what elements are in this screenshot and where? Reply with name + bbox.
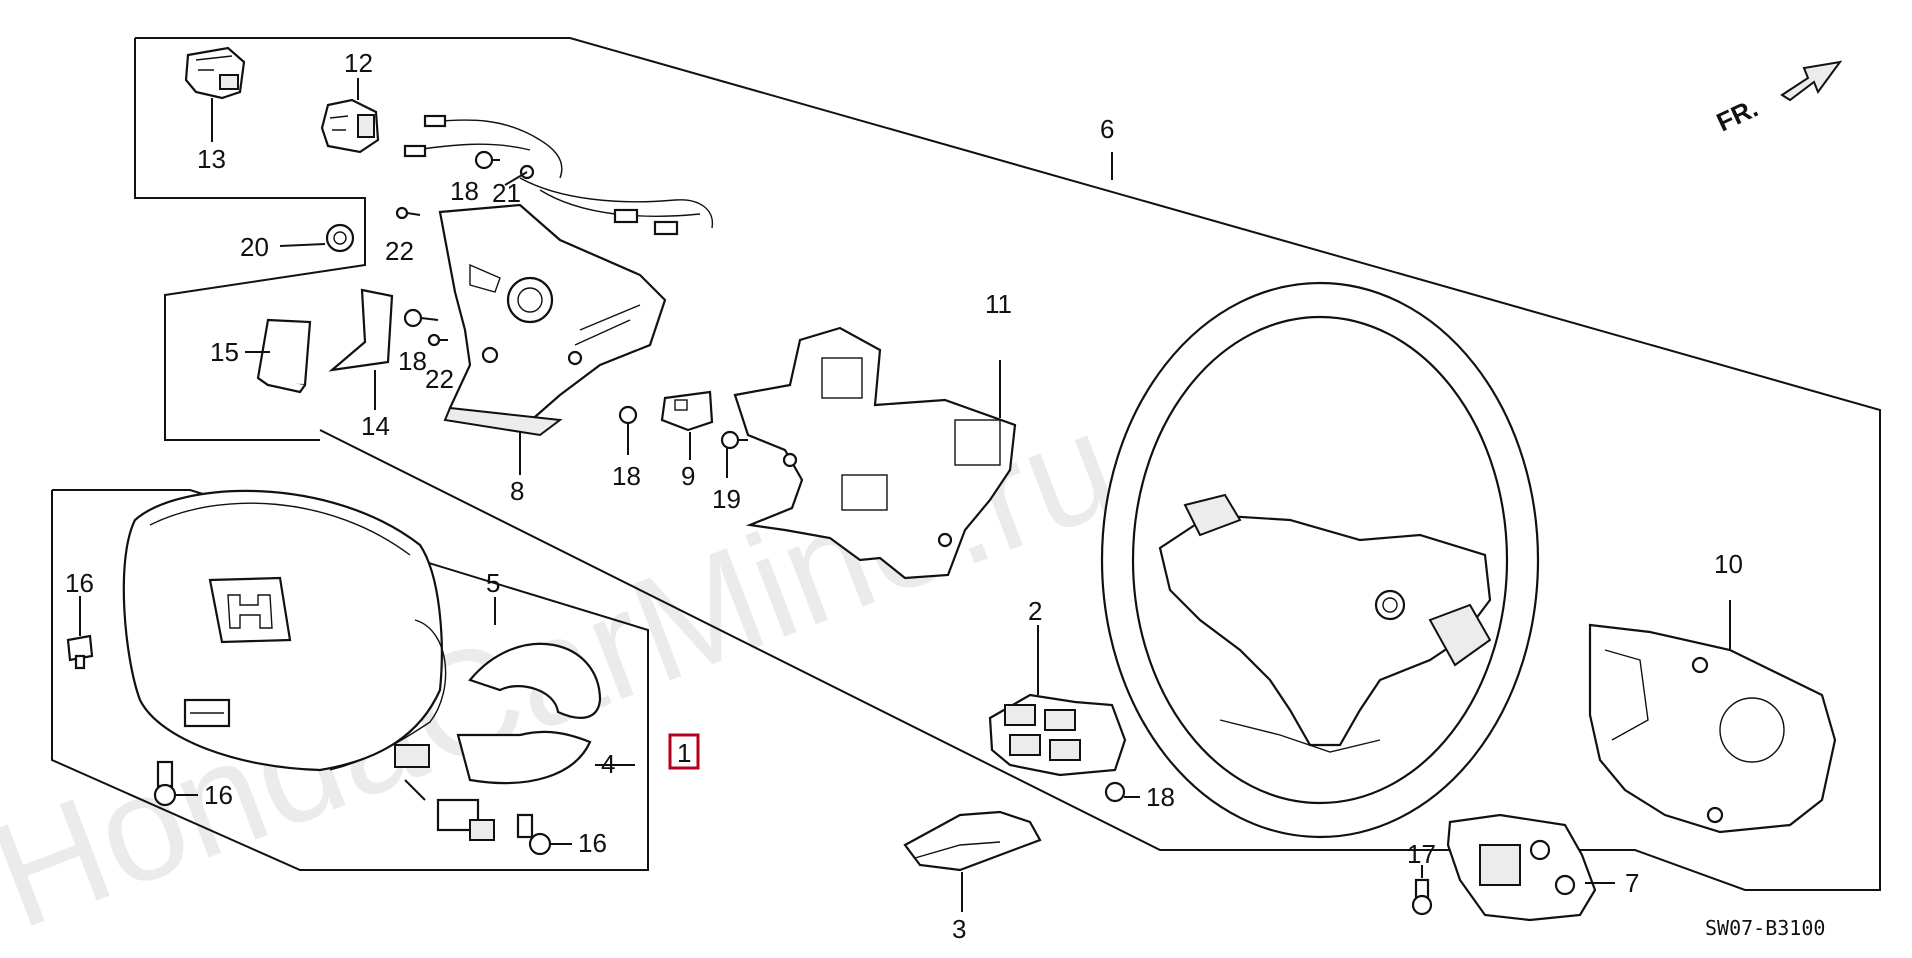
part-11-plate: [733, 326, 1017, 580]
part-18-screw-right: [1104, 781, 1140, 803]
part-16-bolt-lower: [153, 760, 198, 807]
callout-9: 9: [681, 461, 695, 491]
callout-11: 11: [985, 289, 1012, 319]
part-8-airbag-bracket: [438, 203, 667, 475]
callout-18-middle: 18: [398, 346, 427, 376]
callout-22-middle: 22: [425, 364, 454, 394]
part-15-bracket: [245, 318, 312, 394]
part-2-switch-panel: [988, 625, 1127, 777]
callout-5: 5: [486, 568, 500, 598]
callout-1: 1: [677, 738, 691, 768]
callout-6: 6: [1100, 114, 1114, 144]
callout-labels: 1 2 3 4 5 6 7 8 9 10 11 12 13 14 15 16 1…: [65, 48, 1743, 944]
callout-16-right: 16: [578, 828, 607, 858]
callout-8: 8: [510, 476, 524, 506]
drawing-code: SW07-B3100: [1705, 916, 1825, 940]
callout-1-highlight: [668, 733, 700, 770]
part-18-screw-middle: [403, 308, 439, 328]
callout-3: 3: [952, 914, 966, 944]
part-14-bracket: [328, 288, 394, 410]
callout-18-lower: 18: [612, 461, 641, 491]
part-18-screw-lower: [618, 405, 638, 455]
callout-14: 14: [361, 411, 390, 441]
part-3-lower-cover: [903, 810, 1042, 912]
callout-18-top: 18: [450, 176, 479, 206]
callout-18-right: 18: [1146, 782, 1175, 812]
callout-21: 21: [492, 178, 521, 208]
callout-4: 4: [601, 749, 615, 779]
callout-12: 12: [344, 48, 373, 78]
part-17-screw: [1411, 865, 1433, 916]
part-1-airbag-module: [122, 489, 495, 841]
part-22-screw-middle: [427, 333, 448, 347]
part-20-nut: [279, 223, 355, 253]
part-9-bracket: [660, 390, 714, 460]
part-4-cover: [456, 730, 635, 785]
part-16-bolt-left: [66, 596, 94, 670]
part-22-screw-top: [395, 206, 421, 220]
part-6-steering-wheel: [1100, 152, 1540, 839]
callout-2: 2: [1028, 596, 1042, 626]
part-16-bolt-right: [516, 813, 572, 856]
part-13-switch-cap: [184, 46, 246, 142]
callout-16-left: 16: [65, 568, 94, 598]
front-label: FR.: [1712, 93, 1763, 138]
part-21-wire-harness: [403, 114, 713, 236]
callout-13: 13: [197, 144, 226, 174]
callout-22-top: 22: [385, 236, 414, 266]
part-19-screw: [720, 430, 748, 478]
callout-7: 7: [1625, 868, 1639, 898]
part-7-switch: [1446, 813, 1615, 922]
callout-16-lower: 16: [204, 780, 233, 810]
callout-10: 10: [1714, 549, 1743, 579]
callout-17: 17: [1407, 839, 1436, 869]
callout-15: 15: [210, 337, 239, 367]
front-direction-indicator: FR.: [1712, 60, 1843, 138]
callout-20: 20: [240, 232, 269, 262]
part-10-rear-cover: [1588, 600, 1837, 834]
part-18-screw-top: [474, 150, 500, 170]
part-12-switch-cap: [320, 78, 380, 154]
part-5-cover: [468, 597, 602, 719]
callout-19: 19: [712, 484, 741, 514]
group-outline-lines: [51, 37, 1881, 891]
